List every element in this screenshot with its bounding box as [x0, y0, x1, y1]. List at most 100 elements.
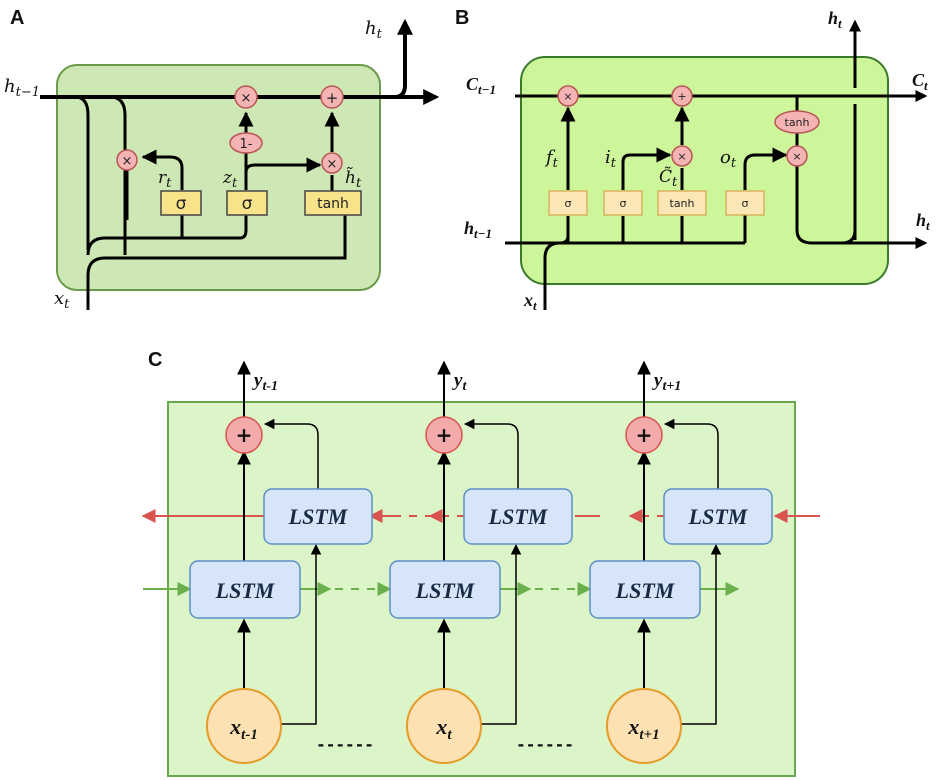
- svg-text:σ: σ: [742, 197, 749, 210]
- label-x-b: xt: [523, 290, 537, 313]
- h-prev-branch-1: [74, 95, 90, 250]
- label-c-out: Ct: [912, 70, 928, 93]
- label-c-prev: Ct−1: [466, 74, 496, 97]
- tanh-gate-a: tanh: [304, 190, 362, 216]
- sequence-dots-2: ------: [516, 735, 574, 754]
- input-label-2: xt: [435, 714, 452, 743]
- panel-letter-a: A: [10, 7, 24, 29]
- svg-text:×: ×: [241, 91, 252, 106]
- output-mult-op: ×: [786, 145, 808, 167]
- backward-lstm-2: [463, 488, 573, 545]
- x-to-z-line: [86, 215, 248, 256]
- add-node-2: [425, 416, 463, 454]
- input-node-3: [606, 688, 682, 764]
- x-input-line-b: [543, 241, 561, 310]
- panel-b: B × +: [455, 7, 930, 313]
- candidate-tanh-gate: tanh: [657, 190, 707, 216]
- forward-lstm-2: [389, 560, 501, 619]
- label-z: zt: [222, 168, 238, 191]
- timestep-column-1: LSTM LSTM + xt-1 yt-1: [189, 360, 373, 764]
- h-up-join: [841, 229, 857, 245]
- label-h-prev-a: ht−1: [4, 76, 40, 100]
- sigma-gate-r: σ: [160, 190, 202, 216]
- x-input-line: [86, 215, 347, 310]
- svg-text:tanh: tanh: [670, 197, 695, 210]
- svg-text:×: ×: [677, 150, 686, 163]
- sequence-dots-1: ------: [316, 735, 374, 754]
- svg-text:×: ×: [563, 90, 572, 103]
- backward-lstm-1: [263, 488, 373, 545]
- input-label-1: xt-1: [229, 714, 258, 743]
- svg-text:×: ×: [327, 157, 338, 172]
- panel-letter-c: C: [148, 349, 162, 371]
- panel-c: C LSTM LSTM + xt-1: [141, 349, 820, 777]
- input-node-1: [206, 688, 282, 764]
- label-x-a: xt: [54, 288, 70, 312]
- svg-text:+: +: [677, 90, 686, 103]
- i-gate-arrow: [621, 147, 672, 190]
- svg-text:1-: 1-: [240, 137, 253, 152]
- input-label-3: xt+1: [627, 714, 659, 743]
- cell-add-op: +: [671, 85, 693, 107]
- label-h-top-b: ht: [828, 8, 842, 31]
- label-h-out-a: ht: [365, 18, 383, 42]
- z-to-mult-arrow: [244, 157, 322, 178]
- sigma-gate-z: σ: [226, 190, 268, 216]
- add-node-3: [625, 416, 663, 454]
- svg-text:σ: σ: [565, 197, 572, 210]
- backward-lstm-2-label: LSTM: [488, 504, 549, 529]
- one-minus-op: 1-: [229, 132, 263, 154]
- output-label-3: yt+1: [652, 370, 681, 394]
- add-node-1-symbol: +: [236, 423, 253, 447]
- forward-lstm-3-label: LSTM: [615, 578, 676, 603]
- mult-op-a1: ×: [116, 149, 138, 171]
- svg-text:tanh: tanh: [785, 116, 810, 129]
- add-op-a: +: [320, 85, 344, 109]
- forward-lstm-3: [589, 560, 701, 619]
- backward-lstm-3: [663, 488, 773, 545]
- mult-op-a2: ×: [234, 85, 258, 109]
- input-sigma-gate: σ: [603, 190, 643, 216]
- label-h-out-b: ht: [916, 210, 930, 233]
- h-out-line-b: [795, 164, 928, 249]
- output-label-1: yt-1: [252, 370, 278, 394]
- o-gate-arrow: [743, 147, 788, 190]
- h-out-arrow: [394, 18, 413, 99]
- add-node-3-symbol: +: [636, 423, 653, 447]
- svg-text:σ: σ: [242, 194, 253, 214]
- r-gate-arrow: [141, 149, 184, 190]
- label-r: rt: [158, 168, 172, 191]
- tanh-out-op: tanh: [774, 110, 820, 134]
- label-o: ot: [720, 147, 737, 171]
- timestep-column-2: LSTM LSTM + xt yt: [389, 360, 573, 764]
- svg-text:+: +: [326, 89, 339, 107]
- panel-a: A × × +: [4, 7, 440, 312]
- input-mult-op: ×: [671, 145, 693, 167]
- label-h-prev-b: ht−1: [464, 218, 492, 241]
- forward-lstm-1: [189, 560, 301, 619]
- timestep-column-3: LSTM LSTM + xt+1 yt+1: [589, 360, 773, 764]
- svg-text:σ: σ: [620, 197, 627, 210]
- svg-text:tanh: tanh: [317, 196, 349, 212]
- svg-text:×: ×: [122, 154, 133, 169]
- svg-text:×: ×: [792, 150, 801, 163]
- label-i: it: [605, 147, 617, 171]
- forget-mult-op: ×: [557, 85, 579, 107]
- output-label-2: yt: [452, 370, 467, 394]
- label-c-tilde: C̃t: [659, 167, 678, 190]
- input-node-2: [406, 688, 482, 764]
- panel-letter-b: B: [455, 7, 469, 29]
- mult-op-a3: ×: [321, 152, 343, 174]
- add-node-2-symbol: +: [436, 423, 453, 447]
- forward-lstm-2-label: LSTM: [415, 578, 476, 603]
- h-prev-branch-2: [109, 95, 127, 255]
- output-sigma-gate: σ: [725, 190, 765, 216]
- forward-lstm-1-label: LSTM: [215, 578, 276, 603]
- backward-lstm-1-label: LSTM: [288, 504, 349, 529]
- add-node-1: [225, 416, 263, 454]
- svg-text:σ: σ: [176, 194, 187, 214]
- label-h-tilde: h̃t: [345, 167, 362, 191]
- forget-sigma-gate: σ: [548, 190, 588, 216]
- gru-cell-box: [56, 64, 381, 291]
